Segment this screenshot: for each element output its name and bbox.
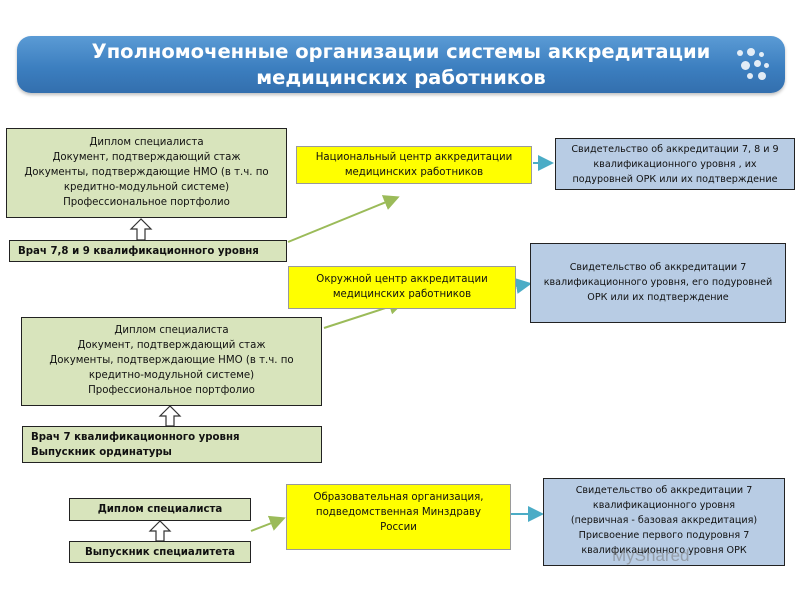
candidate-line: Врач 7 квалификационного уровня: [31, 432, 240, 443]
group2-candidate-box: Врач 7 квалификационного уровня Выпускни…: [22, 426, 322, 463]
center-line: медицинских работников: [332, 289, 472, 300]
up-arrow-1-icon: [129, 218, 153, 241]
arrow-group3-to-center: [250, 515, 286, 532]
doc-line: Документ, подтверждающий стаж: [77, 340, 266, 351]
result-line: Свидетельство об аккредитации 7: [575, 485, 753, 496]
center-line: подведомственная Минздраву: [315, 507, 482, 518]
doc-line: Документ, подтверждающий стаж: [52, 152, 241, 163]
doc-line: Диплом специалиста: [97, 504, 223, 515]
result-line: квалификационного уровня ОРК: [581, 545, 747, 556]
center-line: России: [380, 522, 417, 533]
candidate-line: Выпускник специалитета: [85, 547, 235, 558]
doc-line: Профессиональное портфолио: [88, 385, 255, 396]
doc-line: Документы, подтверждающие НМО (в т.ч. по: [49, 355, 294, 366]
group3-docs-box: Диплом специалиста: [69, 498, 251, 521]
doc-line: Документы, подтверждающие НМО (в т.ч. по: [24, 167, 269, 178]
group3-center-box: Образовательная организация, подведомств…: [286, 484, 511, 550]
doc-line: Диплом специалиста: [89, 137, 204, 148]
result-line: Присвоение первого подуровня 7: [578, 530, 750, 541]
group1-center-box: Национальный центр аккредитации медицинс…: [296, 146, 532, 184]
decorative-dots-icon: [733, 46, 773, 84]
center-line: Национальный центр аккредитации: [315, 152, 513, 163]
arrow-group1-to-center: [287, 195, 400, 243]
result-line: квалификационного уровня: [592, 500, 736, 511]
result-line: квалификационного уровня , их: [593, 159, 757, 170]
group1-result-box: Свидетельство об аккредитации 7, 8 и 9 к…: [555, 138, 795, 190]
watermark-text: MyShared: [612, 546, 690, 565]
center-line: Окружной центр аккредитации: [316, 274, 488, 285]
group3-candidate-box: Выпускник специалитета: [69, 541, 251, 563]
doc-line: кредитно-модульной системе): [63, 182, 230, 193]
group2-result-box: Свидетельство об аккредитации 7 квалифик…: [530, 243, 786, 323]
title-banner: Уполномоченные организации системы аккре…: [17, 36, 785, 93]
candidate-line: Выпускник ординатуры: [31, 447, 172, 458]
group2-docs-box: Диплом специалиста Документ, подтверждаю…: [21, 317, 322, 406]
group2-center-box: Окружной центр аккредитации медицинских …: [288, 266, 516, 309]
title-line-2: медицинских работников: [256, 66, 546, 89]
doc-line: кредитно-модульной системе): [88, 370, 255, 381]
up-arrow-2-icon: [158, 405, 182, 427]
result-line: Свидетельство об аккредитации 7, 8 и 9: [571, 144, 779, 155]
center-line: Образовательная организация,: [313, 492, 484, 503]
doc-line: Диплом специалиста: [114, 325, 229, 336]
group3-result-box: Свидетельство об аккредитации 7 квалифик…: [543, 478, 785, 566]
result-line: квалификационного уровня, его подуровней: [543, 277, 773, 288]
result-line: (первичная - базовая аккредитация): [570, 515, 758, 526]
center-line: медицинских работников: [344, 167, 484, 178]
result-line: ОРК или их подтверждение: [587, 292, 729, 303]
arrow-center2-to-result: [514, 278, 532, 294]
result-line: подуровней ОРК или их подтверждение: [572, 174, 778, 185]
doc-line: Профессиональное портфолио: [63, 197, 230, 208]
result-line: Свидетельство об аккредитации 7: [569, 262, 747, 273]
group1-docs-box: Диплом специалиста Документ, подтверждаю…: [6, 128, 287, 218]
title-line-1: Уполномоченные организации системы аккре…: [91, 40, 711, 63]
candidate-line: Врач 7,8 и 9 квалификационного уровня: [18, 246, 259, 257]
group1-candidate-box: Врач 7,8 и 9 квалификационного уровня: [9, 240, 287, 262]
up-arrow-3-icon: [148, 520, 172, 542]
